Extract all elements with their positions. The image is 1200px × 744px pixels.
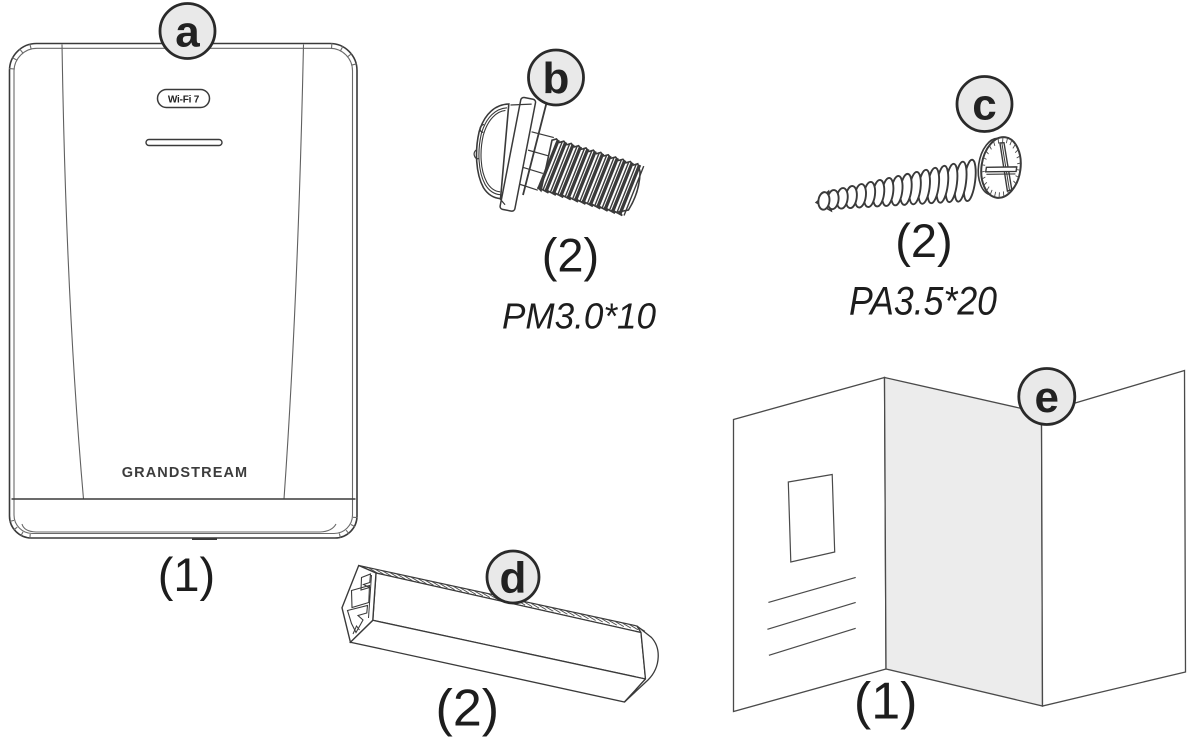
svg-text:a: a [175,8,200,57]
svg-text:c: c [972,81,996,130]
svg-text:d: d [500,554,527,603]
svg-text:b: b [543,54,570,103]
svg-text:(1): (1) [158,548,215,601]
svg-text:GRANDSTREAM: GRANDSTREAM [122,465,249,481]
svg-text:(2): (2) [542,229,599,282]
svg-text:(1): (1) [854,673,918,731]
svg-text:PA3.5*20: PA3.5*20 [849,280,997,324]
svg-text:e: e [1035,373,1059,422]
svg-text:PM3.0*10: PM3.0*10 [502,296,656,337]
svg-text:(2): (2) [895,214,952,267]
svg-text:Wi-Fi 7: Wi-Fi 7 [168,94,200,105]
svg-text:(2): (2) [436,680,500,738]
